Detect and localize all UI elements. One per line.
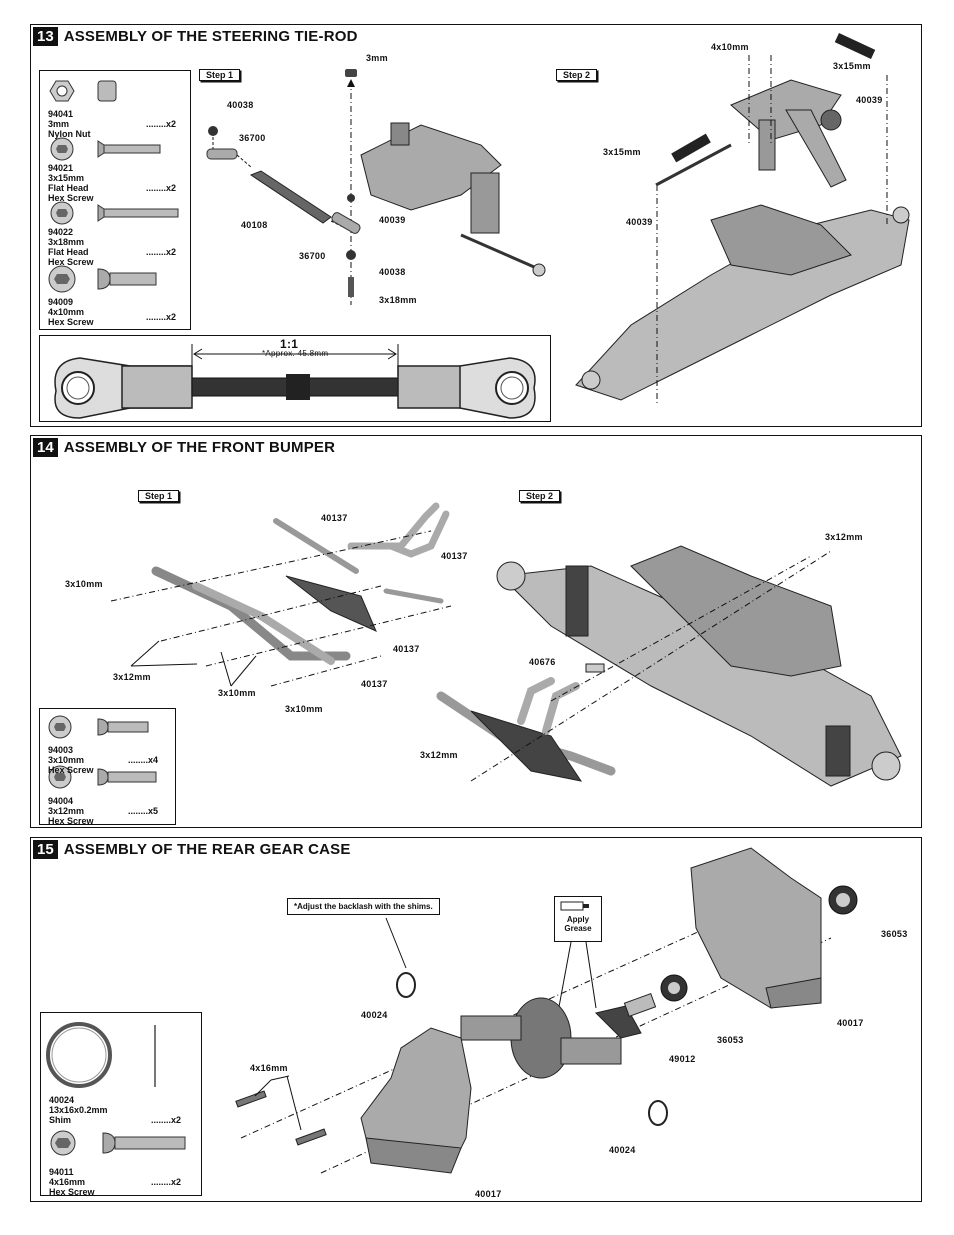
label-3x12mm: 3x12mm: [825, 532, 863, 542]
part-item: 94009 4x10mm Hex Screw: [48, 297, 94, 327]
step2-label: Step 2: [556, 69, 598, 81]
scale-drawing-box: 1:1 *Approx. 45.8mm: [39, 335, 551, 422]
hex-screw-icon: [50, 1130, 186, 1156]
nylon-nut-icon: [49, 80, 117, 102]
label-40017: 40017: [475, 1189, 502, 1199]
part-qty: ........x2: [151, 1115, 182, 1125]
section-front-bumper: 14 ASSEMBLY OF THE FRONT BUMPER Step 1 S…: [30, 435, 922, 828]
label-36700: 36700: [299, 251, 326, 261]
tie-rod-full-scale-drawing: [54, 344, 536, 419]
label-40017: 40017: [837, 1018, 864, 1028]
label-40024: 40024: [361, 1010, 388, 1020]
label-3x10mm: 3x10mm: [65, 579, 103, 589]
scale-label: 1:1: [280, 337, 299, 351]
part-qty: ........x4: [128, 755, 159, 765]
front-bumper-drawing: [110, 502, 902, 787]
section-title: ASSEMBLY OF THE STEERING TIE-ROD: [63, 28, 358, 45]
section-title: ASSEMBLY OF THE REAR GEAR CASE: [63, 841, 351, 858]
label-40137: 40137: [393, 644, 420, 654]
section-number: 15: [33, 840, 58, 859]
label-49012: 49012: [669, 1054, 696, 1064]
label-36053: 36053: [717, 1035, 744, 1045]
step2-chassis-drawing: [575, 33, 910, 405]
step1-label: Step 1: [199, 69, 241, 81]
rear-gear-case-drawing: [235, 847, 858, 1174]
parts-list-box: 40024 13x16x0.2mm Shim ........x2 94011 …: [40, 1012, 202, 1196]
label-3x10mm: 3x10mm: [285, 704, 323, 714]
section-header: 15 ASSEMBLY OF THE REAR GEAR CASE: [33, 840, 351, 859]
hex-screw-icon: [48, 715, 149, 739]
parts-list-box: 94041 3mm Nylon Nut ........x2 94021 3x1…: [39, 70, 191, 330]
part-qty: ........x2: [146, 119, 177, 129]
parts-list-box: 94003 3x10mm Hex Screw ........x4 94004 …: [39, 708, 176, 825]
label-40108: 40108: [241, 220, 268, 230]
flat-head-screw-icon: [50, 137, 161, 161]
parts-illustrations: [48, 715, 157, 789]
shims-note: *Adjust the backlash with the shims.: [287, 898, 440, 915]
label-3mm: 3mm: [366, 53, 388, 63]
hex-screw-long-icon: [48, 765, 157, 789]
label-40676: 40676: [529, 657, 556, 667]
section-steering-tie-rod: 13 ASSEMBLY OF THE STEERING TIE-ROD: [30, 24, 922, 427]
step2-label: Step 2: [519, 490, 561, 502]
button-head-screw-icon: [48, 265, 157, 293]
label-3x12mm: 3x12mm: [420, 750, 458, 760]
label-40137: 40137: [361, 679, 388, 689]
label-4x16mm: 4x16mm: [250, 1063, 288, 1073]
flat-head-screw-long-icon: [50, 201, 179, 225]
section-number: 14: [33, 438, 58, 457]
label-40038: 40038: [379, 267, 406, 277]
section-rear-gear-case: 15 ASSEMBLY OF THE REAR GEAR CASE *Adjus…: [30, 837, 922, 1202]
label-3x15mm: 3x15mm: [603, 147, 641, 157]
parts-illustrations: [46, 1022, 186, 1156]
part-qty: ........x2: [146, 312, 177, 322]
part-qty: ........x5: [128, 806, 159, 816]
part-item: 94011 4x16mm Hex Screw: [49, 1167, 95, 1196]
label-4x10mm: 4x10mm: [711, 42, 749, 52]
part-item: 94021 3x15mm Flat Head Hex Screw: [48, 163, 94, 203]
step1-label: Step 1: [138, 490, 180, 502]
label-40039: 40039: [856, 95, 883, 105]
step1-tie-rod-drawing: [206, 69, 546, 305]
part-qty: ........x2: [146, 183, 177, 193]
part-item: 94022 3x18mm Flat Head Hex Screw: [48, 227, 94, 267]
section-header: 14 ASSEMBLY OF THE FRONT BUMPER: [33, 438, 335, 457]
label-3x15mm: 3x15mm: [833, 61, 871, 71]
label-3x10mm: 3x10mm: [218, 688, 256, 698]
parts-illustrations: [48, 80, 179, 293]
label-3x12mm: 3x12mm: [113, 672, 151, 682]
part-qty: ........x2: [146, 247, 177, 257]
label-36700: 36700: [239, 133, 266, 143]
label-40039: 40039: [626, 217, 653, 227]
apply-grease-label: Apply Grease: [564, 915, 592, 933]
section-title: ASSEMBLY OF THE FRONT BUMPER: [63, 439, 336, 456]
label-40137: 40137: [321, 513, 348, 523]
section-header: 13 ASSEMBLY OF THE STEERING TIE-ROD: [33, 27, 358, 46]
label-40039: 40039: [379, 215, 406, 225]
label-40024: 40024: [609, 1145, 636, 1155]
part-qty: ........x2: [151, 1177, 182, 1187]
scale-note: *Approx. 45.8mm: [262, 349, 329, 358]
part-item: 40024 13x16x0.2mm Shim: [49, 1095, 108, 1125]
label-36053: 36053: [881, 929, 908, 939]
shim-icon: [46, 1022, 156, 1088]
label-40038: 40038: [227, 100, 254, 110]
label-40137: 40137: [441, 551, 468, 561]
label-3x18mm: 3x18mm: [379, 295, 417, 305]
part-item: 94041 3mm Nylon Nut: [48, 109, 91, 139]
part-item: 94003 3x10mm Hex Screw: [48, 745, 94, 775]
part-item: 94004 3x12mm Hex Screw: [48, 796, 94, 825]
section-number: 13: [33, 27, 58, 46]
